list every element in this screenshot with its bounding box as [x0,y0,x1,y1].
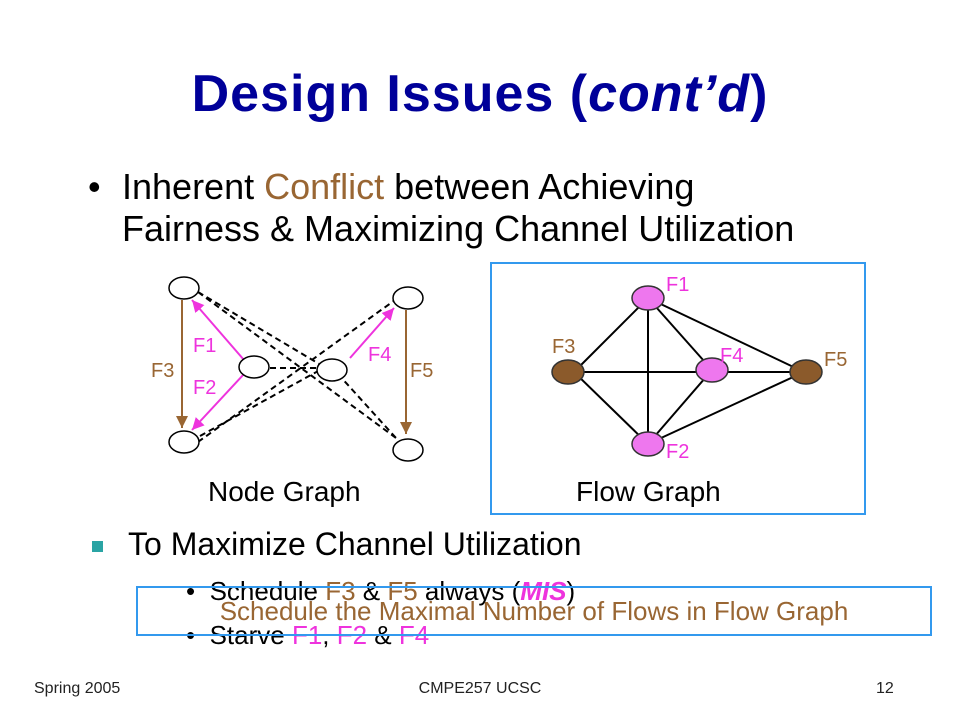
node-center-right [316,358,348,382]
flow-label-f4: F4 [720,345,744,367]
footer-center: CMPE257 UCSC [418,680,542,697]
node-graph-caption: Node Graph [208,476,361,507]
flow-node-f1 [631,285,665,311]
node-bottom-right [392,438,424,462]
bullet-dot: • [88,166,101,207]
f4-link [349,307,395,359]
item1-post: always ( [417,576,521,606]
flow-graph-box [490,262,866,515]
flow-label-f5: F5 [824,349,848,371]
bullet-line-1: Inherent Conflict between Achieving [122,166,890,208]
item-schedule: • Schedule F3 & F5 always (MIS) [186,576,576,606]
f2-link [191,373,245,431]
flow-node-f5 [789,359,823,385]
node-label-f1: F1 [193,335,217,357]
flow-node-f3 [551,359,585,385]
overlay-note-text: Schedule the Maximal Number of Flows in … [219,596,849,626]
node-graph-diagram [168,276,424,462]
slide-title: Design Issues (cont’d) [0,64,960,124]
flow-node-f2 [631,431,665,457]
title-italic: cont’d [588,65,751,123]
f1-link [191,299,245,361]
flow-label-f1: F1 [666,274,690,296]
bullet-text-pre: Inherent [122,166,265,207]
flow-graph-diagram [551,285,823,457]
conflict-word: Conflict [264,166,385,207]
node-label-f4: F4 [368,344,392,366]
node-center-left [238,355,270,379]
flow-label-f2: F2 [666,441,690,463]
item1-mis: MIS [520,576,567,606]
footer-left: Spring 2005 [34,680,121,697]
item1-close: ) [566,576,576,606]
overlay-note-box [136,586,932,636]
bullet-inherent-conflict: • Inherent Conflict between Achieving Fa… [88,166,890,250]
flow-node-f4 [695,357,729,383]
node-top-right [392,286,424,310]
sub-bullet-maximize: To Maximize Channel Utilization [92,526,582,563]
title-close: ) [750,65,769,123]
flow-graph-caption: Flow Graph [576,476,721,507]
node-top-left [168,276,200,300]
title-main: Design Issues ( [191,65,589,123]
bullet-line-2: Fairness & Maximizing Channel Utilizatio… [122,208,795,249]
item1-f5: F5 [387,576,418,606]
bullet-text-post: between Achieving [384,166,695,207]
node-label-f2: F2 [193,377,217,399]
node-bottom-left [168,430,200,454]
flow-label-f3: F3 [552,336,576,358]
slide-number: 12 [876,680,894,697]
item1-pre: Schedule [209,576,326,606]
interference-edges [197,291,397,443]
flow-graph-edges [573,297,805,445]
bullet-square-icon [92,541,103,552]
node-label-f3: F3 [151,360,175,382]
sub-heading-text: To Maximize Channel Utilization [128,526,582,562]
item1-amp: & [355,576,388,606]
node-label-f5: F5 [410,360,434,382]
item1-f3: F3 [325,576,356,606]
